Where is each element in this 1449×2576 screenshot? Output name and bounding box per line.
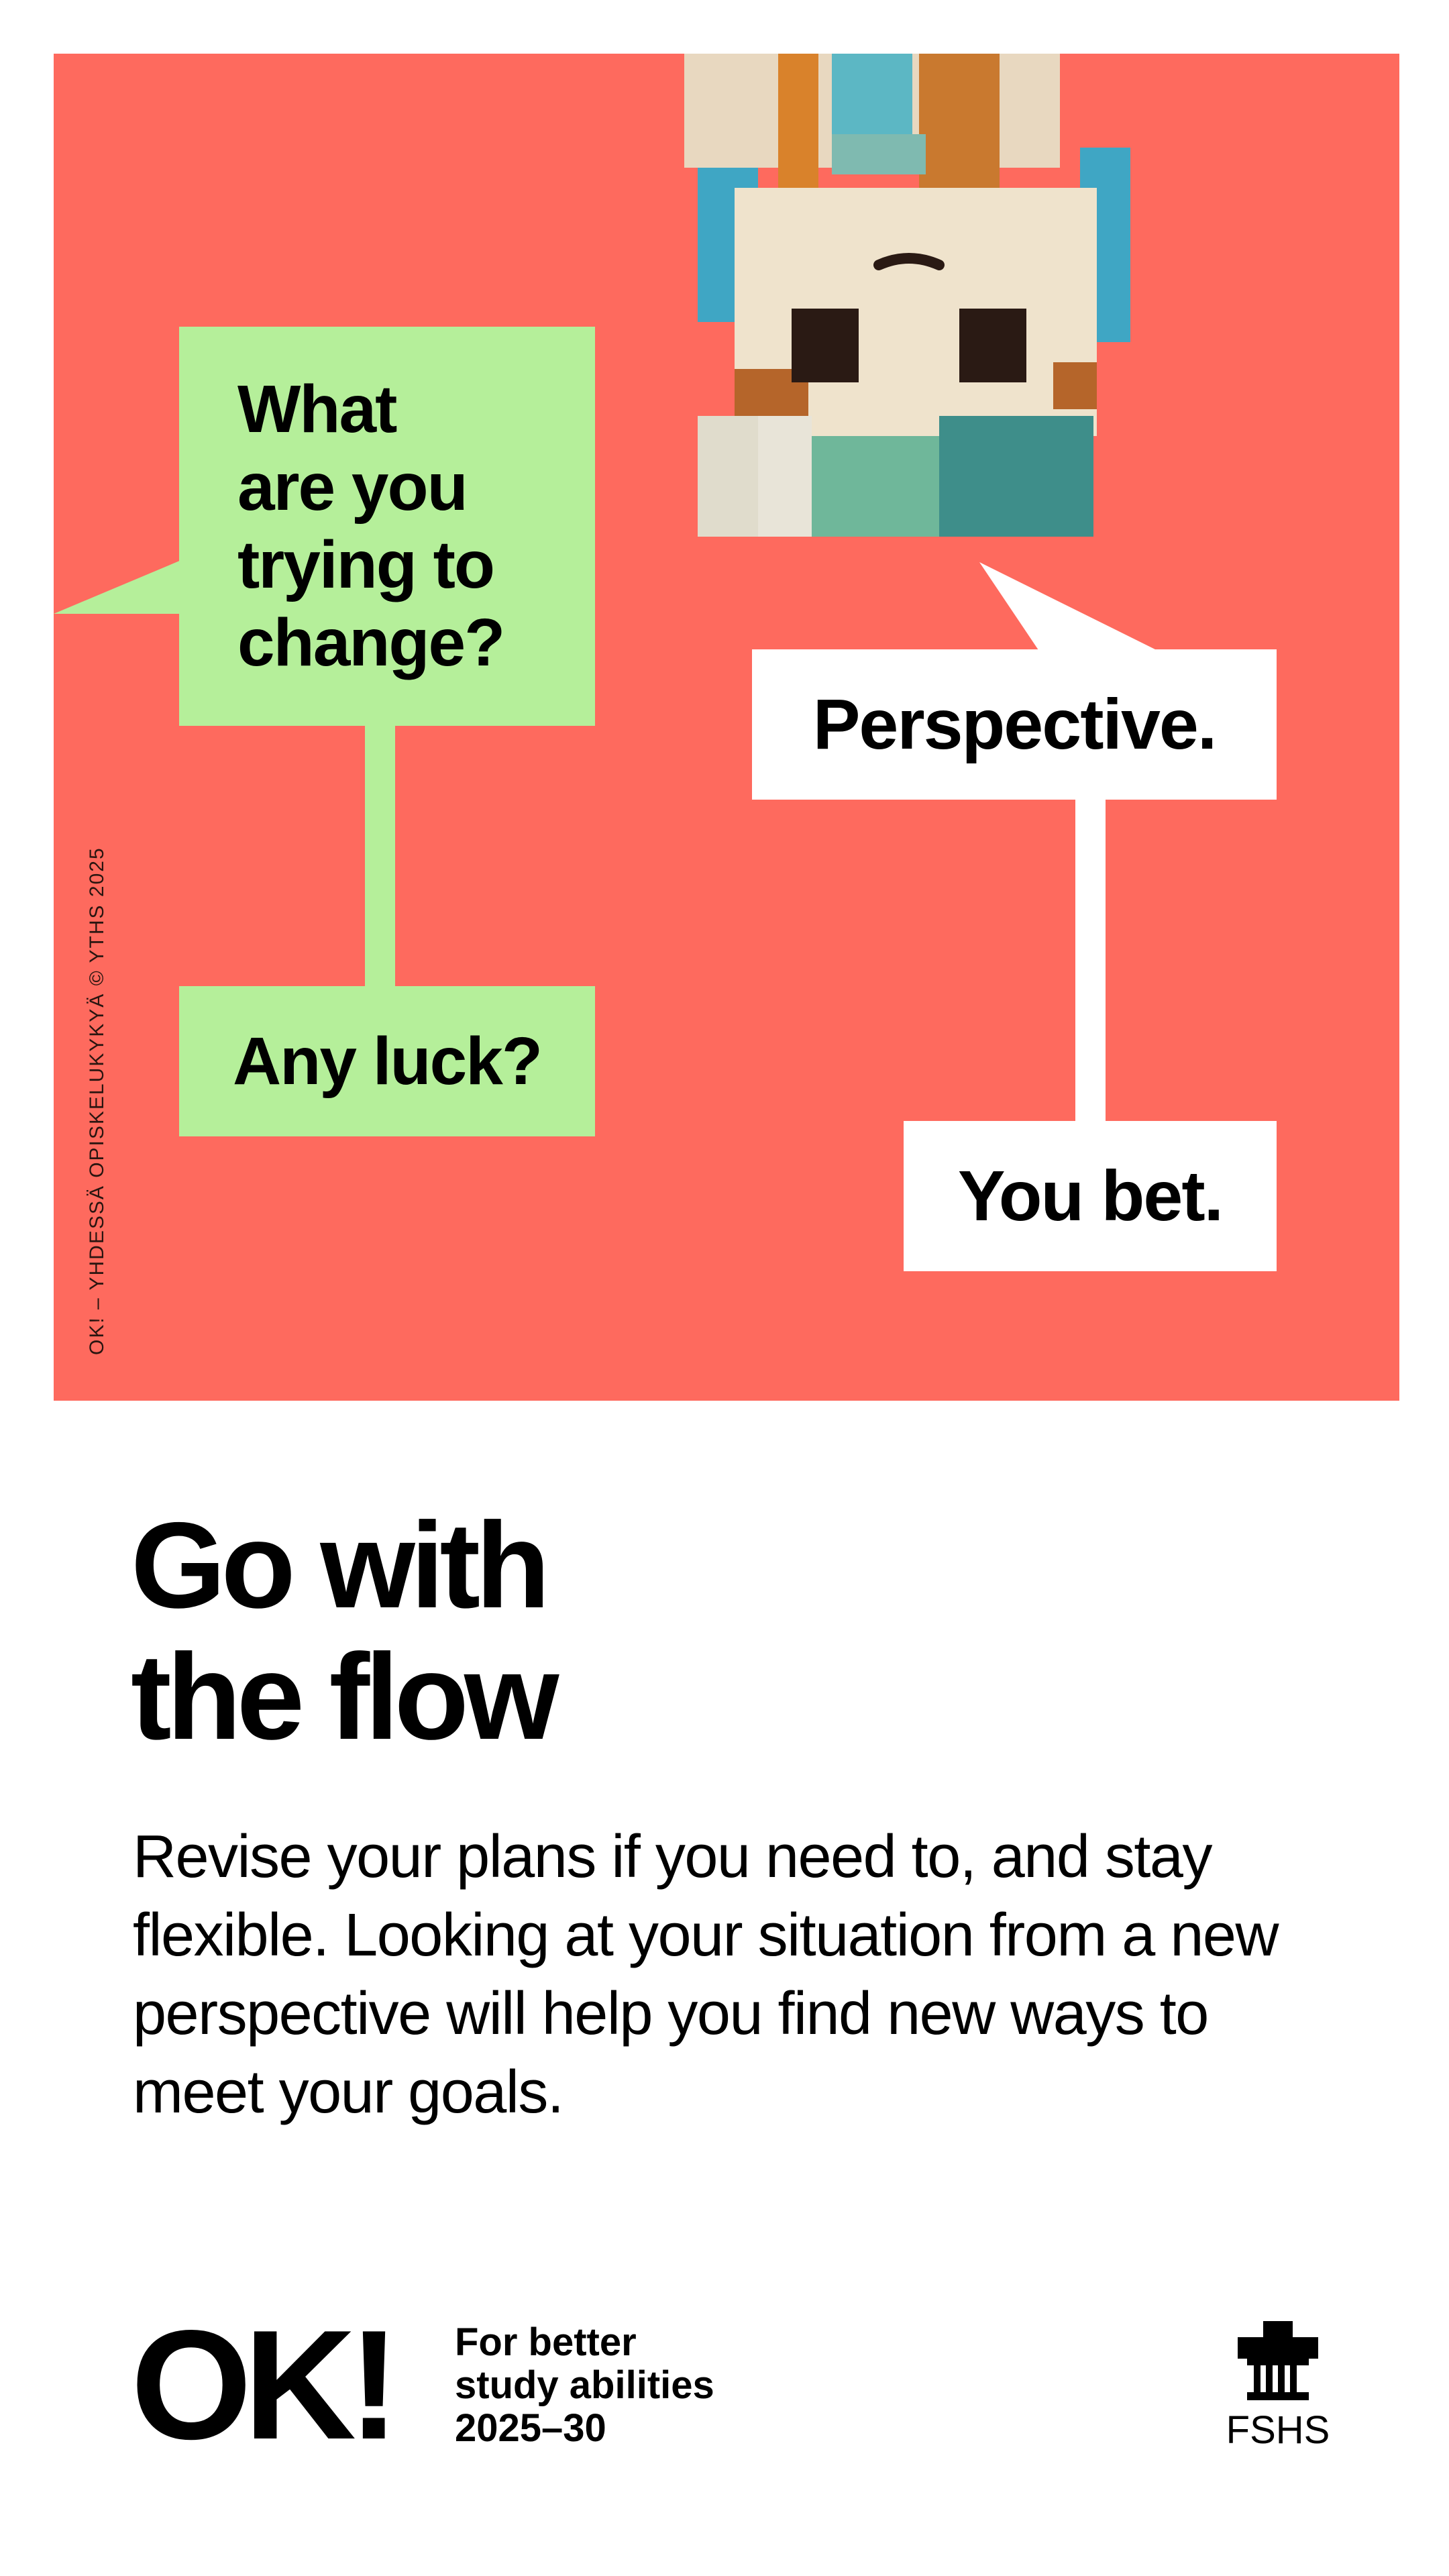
headline: Go with the flow xyxy=(131,1497,559,1765)
fshs-label: FSHS xyxy=(1226,2408,1330,2452)
fshs-logo: FSHS xyxy=(1221,2321,1335,2452)
question-bubble-tail xyxy=(54,560,181,614)
white-flow-connector xyxy=(1075,798,1106,1122)
reply-bubble: You bet. xyxy=(904,1121,1277,1271)
column-pillar-icon xyxy=(1238,2321,1318,2400)
body-paragraph: Revise your plans if you need to, and st… xyxy=(133,1823,1279,2126)
tagline: For better study abilities 2025–30 xyxy=(455,2321,714,2450)
tagline-line: study abilities xyxy=(455,2363,714,2407)
question-line: are you xyxy=(237,449,468,525)
pixel-character-illustration xyxy=(684,54,1130,537)
headline-line: the flow xyxy=(131,1628,559,1765)
question-bubble: What are you trying to change? xyxy=(179,327,595,726)
tagline-line: For better xyxy=(455,2320,637,2364)
answer-bubble-tail xyxy=(979,562,1161,652)
question-line: change? xyxy=(237,605,505,680)
illustration-panel: What are you trying to change? Any luck?… xyxy=(54,54,1399,1401)
green-flow-connector xyxy=(365,724,395,987)
ok-logo: OK! xyxy=(131,2298,400,2472)
follow-up-bubble: Any luck? xyxy=(179,986,595,1136)
headline-line: Go with xyxy=(131,1497,550,1633)
question-line: What xyxy=(237,372,397,447)
answer-bubble: Perspective. xyxy=(752,649,1277,800)
copyright-credit: OK! – YHDESSÄ OPISKELUKYKYÄ © YTHS 2025 xyxy=(86,847,108,1355)
tagline-line: 2025–30 xyxy=(455,2406,606,2450)
question-line: trying to xyxy=(237,527,495,602)
